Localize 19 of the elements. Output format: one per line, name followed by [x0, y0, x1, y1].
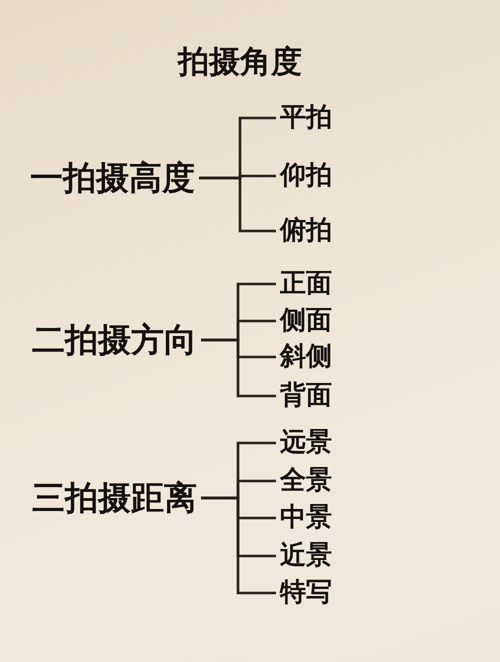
connector-line — [199, 176, 276, 232]
category-label: 三拍摄距离 — [28, 480, 201, 516]
item-label: 中景 — [276, 504, 336, 532]
title: 拍摄角度 — [178, 44, 302, 80]
item-label: 远景 — [276, 428, 336, 458]
item-label: 正面 — [276, 270, 336, 298]
item-label: 侧面 — [276, 306, 336, 336]
item-label: 全景 — [276, 466, 336, 496]
category-label: 一拍摄高度 — [26, 160, 199, 196]
item-label: 近景 — [276, 542, 336, 570]
category-label: 二拍摄方向 — [28, 322, 201, 358]
item-label: 斜侧 — [276, 342, 336, 372]
item-label: 仰拍 — [276, 162, 336, 190]
item-label: 平拍 — [276, 104, 336, 132]
item-label: 俯拍 — [276, 216, 336, 246]
connector-line — [201, 338, 276, 398]
item-label: 背面 — [276, 382, 336, 410]
connector-line — [201, 496, 276, 594]
item-label: 特写 — [276, 578, 336, 608]
